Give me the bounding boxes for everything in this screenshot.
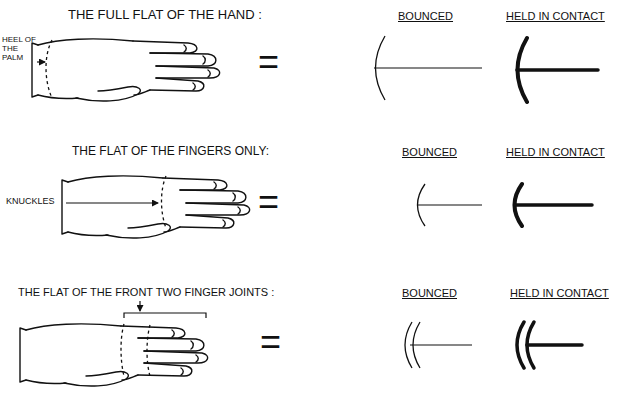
equals-sign: =: [258, 182, 279, 222]
column-heading: HELD IN CONTACT: [506, 10, 605, 22]
held-symbol: [527, 343, 582, 347]
equals-sign: =: [260, 322, 281, 362]
column-heading: HELD IN CONTACT: [506, 146, 605, 158]
hand-drawing: [62, 176, 250, 238]
bracket: [124, 313, 206, 318]
part-label: HEEL OF THE PALM: [2, 36, 36, 62]
equals-sign: =: [258, 42, 279, 82]
column-heading: BOUNCED: [402, 146, 457, 158]
bounced-symbol: [410, 344, 472, 345]
held-symbol: [517, 322, 524, 368]
knuckle-line: [162, 176, 167, 228]
hand-drawing: [20, 324, 208, 386]
leader-arrow: [37, 61, 45, 62]
part-label: KNUCKLES: [6, 197, 55, 207]
column-heading: BOUNCED: [402, 287, 457, 299]
pointer-arrow: [139, 301, 140, 311]
row-heading: THE FLAT OF THE FRONT TWO FINGER JOINTS …: [18, 286, 274, 298]
joint-line: [147, 325, 150, 376]
held-symbol: [517, 68, 598, 72]
bounced-symbol: [374, 67, 482, 68]
joint-line: [121, 324, 124, 376]
row-heading: THE FULL FLAT OF THE HAND :: [68, 8, 262, 22]
held-symbol: [515, 203, 592, 207]
heel-line: [46, 40, 52, 98]
bounced-symbol: [418, 204, 482, 205]
column-heading: HELD IN CONTACT: [510, 287, 609, 299]
row-heading: THE FLAT OF THE FINGERS ONLY:: [72, 145, 269, 158]
column-heading: BOUNCED: [398, 10, 453, 22]
hand-drawing: [32, 39, 220, 101]
leader-arrow: [66, 202, 158, 203]
